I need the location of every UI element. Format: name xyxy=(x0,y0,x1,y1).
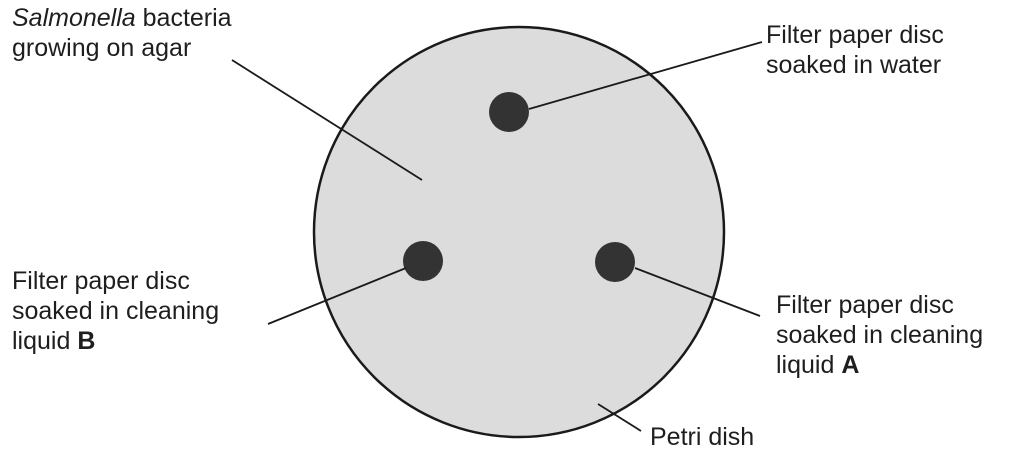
water-disc-label: Filter paper disc soaked in water xyxy=(766,20,944,80)
bacteria-label-line2: growing on agar xyxy=(12,33,232,63)
water-disc-label-line2: soaked in water xyxy=(766,50,944,80)
cleaning-liquid-b-disc xyxy=(403,241,443,281)
disc-b-label-line2: soaked in cleaning xyxy=(12,296,219,326)
disc-b-letter: B xyxy=(77,327,95,355)
water-disc-label-line1: Filter paper disc xyxy=(766,20,944,50)
disc-b-label-line3: liquid xyxy=(12,327,77,355)
disc-a-label: Filter paper disc soaked in cleaning liq… xyxy=(776,290,983,380)
disc-a-label-line2: soaked in cleaning xyxy=(776,320,983,350)
water-disc xyxy=(489,92,529,132)
bacteria-name: Salmonella xyxy=(12,4,136,32)
cleaning-liquid-a-disc xyxy=(595,242,635,282)
bacteria-word: bacteria xyxy=(136,4,232,32)
petri-dish xyxy=(314,27,724,437)
disc-b-label: Filter paper disc soaked in cleaning liq… xyxy=(12,266,219,356)
disc-b-label-line1: Filter paper disc xyxy=(12,266,219,296)
disc-a-letter: A xyxy=(841,351,859,379)
disc-a-label-line1: Filter paper disc xyxy=(776,290,983,320)
petri-dish-label: Petri dish xyxy=(650,422,754,452)
disc-a-label-line3: liquid xyxy=(776,351,841,379)
bacteria-label: Salmonella bacteria growing on agar xyxy=(12,3,232,63)
